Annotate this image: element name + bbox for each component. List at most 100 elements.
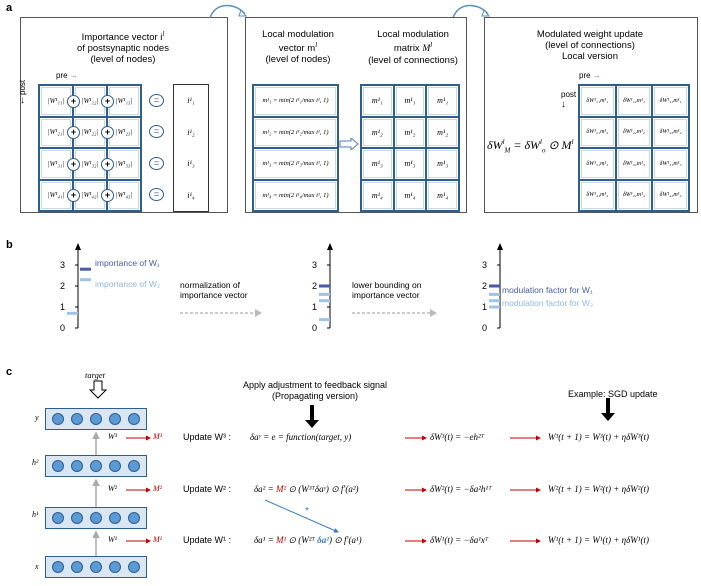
target-arrow bbox=[88, 380, 108, 399]
mod-def-cell: m¹₃ = min(2 i¹₃/max i¹, 1) bbox=[253, 148, 338, 180]
modulated-cell: δW¹₃₁m¹₃ bbox=[579, 148, 616, 180]
row1-update: Update W¹ : bbox=[183, 535, 232, 545]
modulated-cell: δW¹₂₁m¹₂ bbox=[579, 116, 616, 148]
plus-icon: + bbox=[67, 94, 80, 108]
modulation-w1-bar bbox=[489, 284, 500, 288]
mod-w1-legend: modulation factor for W₁ bbox=[502, 285, 593, 295]
importance-cell: i¹₄ bbox=[187, 190, 195, 200]
tick-label: 1 bbox=[312, 302, 317, 312]
neuron-node bbox=[52, 413, 64, 425]
normalized-w2-bar bbox=[319, 292, 330, 296]
plus-icon: + bbox=[101, 189, 114, 203]
row2-sgd: W²(t + 1) = W²(t) + ηδW²(t) bbox=[548, 484, 649, 494]
imp-w2-legend: importance of W₂ bbox=[95, 279, 161, 289]
modulation-w2-bar bbox=[489, 305, 500, 309]
tick-label: 0 bbox=[482, 323, 487, 333]
row3-dw: δW³(t) = −eh²ᵀ bbox=[430, 432, 485, 442]
neuron-node bbox=[90, 460, 102, 472]
neuron-node bbox=[71, 512, 83, 524]
mod-matrix-cell: m¹₄ bbox=[361, 179, 394, 211]
importance-cell: i¹₂ bbox=[187, 127, 195, 137]
modulated-cell: δW¹₄₃m¹₄ bbox=[652, 179, 689, 211]
plus-icon: + bbox=[67, 126, 80, 140]
row1-dw: δW¹(t) = −δa¹xᵀ bbox=[430, 535, 489, 545]
mod-m2: M² bbox=[153, 484, 163, 493]
header-mid: Apply adjustment to feedback signal(Prop… bbox=[242, 380, 388, 401]
modulation-w2-bar bbox=[489, 292, 500, 296]
modulated-update-box bbox=[484, 17, 698, 213]
neuron-node bbox=[128, 460, 140, 472]
mod-matrix-title: Local modulation matrix Ml (level of con… bbox=[368, 29, 458, 67]
modulated-cell: δW¹₄₂m¹₄ bbox=[615, 179, 653, 211]
header-right: Example: SGD update bbox=[568, 389, 658, 399]
panel-label-a: a bbox=[6, 2, 13, 14]
mod-m3: M³ bbox=[153, 432, 163, 441]
weight-cell: |W¹₃₁| bbox=[39, 148, 73, 180]
neuron-node bbox=[52, 460, 64, 472]
tick-label: 0 bbox=[312, 323, 317, 333]
modulation-w2-bar bbox=[489, 299, 500, 303]
neuron-node bbox=[71, 460, 83, 472]
modulated-cell: δW¹₄₁m¹₄ bbox=[579, 179, 616, 211]
row1-delta: δa¹ = M¹ ⊙ (W²ᵀ δa²) ⊙ f′(a¹) bbox=[254, 535, 362, 545]
neuron-node bbox=[90, 413, 102, 425]
neuron-node bbox=[71, 561, 83, 573]
row3-sgd: W³(t + 1) = W³(t) + ηδW³(t) bbox=[548, 432, 649, 442]
post-label-2: post↓ bbox=[561, 90, 577, 110]
mod-matrix-cell: m¹₂ bbox=[426, 116, 459, 148]
row2-delta: δa² = M² ⊙ (W³ᵀδaʸ) ⊙ f′(a²) bbox=[254, 484, 359, 494]
mod-matrix-cell: m¹₁ bbox=[426, 85, 459, 117]
row2-dw: δW²(t) = −δa²h¹ᵀ bbox=[430, 484, 492, 494]
layer-label-x: x bbox=[35, 562, 39, 571]
plus-icon: + bbox=[67, 189, 80, 203]
mod-matrix-cell: m¹₁ bbox=[361, 85, 394, 117]
pre-label-2: pre → bbox=[579, 71, 601, 80]
curved-arrow-2 bbox=[452, 4, 491, 19]
equals-icon: = bbox=[149, 188, 164, 202]
neuron-node bbox=[128, 561, 140, 573]
importance-w2-bar bbox=[80, 278, 91, 282]
weight-w2: W² bbox=[108, 484, 118, 493]
importance-w1-bar bbox=[80, 267, 91, 271]
tick-label: 3 bbox=[482, 260, 487, 270]
neuron-node bbox=[109, 561, 121, 573]
modulated-equation: δWlM = δWlo ⊙ Ml bbox=[487, 138, 574, 155]
mod-matrix-cell: m¹₃ bbox=[426, 148, 459, 180]
modulation-box bbox=[245, 17, 467, 213]
row3-update: Update W³ : bbox=[183, 432, 232, 442]
plus-icon: + bbox=[101, 126, 114, 140]
modulated-cell: δW¹₂₃m¹₂ bbox=[652, 116, 689, 148]
tick-label: 1 bbox=[482, 302, 487, 312]
mod-matrix-cell: m¹₄ bbox=[426, 179, 459, 211]
mod-vector-title: Local modulation vector ml (level of nod… bbox=[262, 29, 334, 66]
importance-cell: i¹₃ bbox=[187, 159, 195, 169]
plus-icon: + bbox=[101, 157, 114, 171]
hollow-arrow bbox=[339, 138, 359, 150]
neuron-node bbox=[109, 460, 121, 472]
axis-arrow bbox=[497, 243, 503, 250]
tick-label: 0 bbox=[60, 323, 65, 333]
mod-matrix-cell: m¹₁ bbox=[393, 85, 427, 117]
panel-label-c: c bbox=[6, 366, 13, 378]
dashed-arrow-head bbox=[255, 309, 262, 317]
mod-def-cell: m¹₂ = min(2 i¹₂/max i¹, 1) bbox=[253, 116, 338, 148]
row2-update: Update W² : bbox=[183, 484, 232, 494]
dashed-arrow-head bbox=[430, 309, 437, 317]
weight-w3: W³ bbox=[108, 432, 118, 441]
normalized-w1-bar bbox=[319, 284, 330, 288]
normalized-w2-bar bbox=[319, 318, 330, 322]
tick-label: 1 bbox=[60, 302, 65, 312]
plus-icon: + bbox=[101, 94, 114, 108]
neuron-node bbox=[128, 413, 140, 425]
axis-arrow bbox=[75, 243, 81, 250]
mod-vector: m¹₁ = min(2 i¹₁/max i¹, 1)m¹₂ = min(2 i¹… bbox=[252, 84, 339, 212]
modulated-cell: δW¹₃₂m¹₃ bbox=[615, 148, 653, 180]
mod-def-cell: m¹₁ = min(2 i¹₁/max i¹, 1) bbox=[253, 85, 338, 117]
row3-delta: δaʸ = e = function(target, y) bbox=[250, 432, 352, 442]
target-label: target bbox=[85, 370, 105, 380]
neuron-node bbox=[52, 512, 64, 524]
neuron-node bbox=[90, 512, 102, 524]
